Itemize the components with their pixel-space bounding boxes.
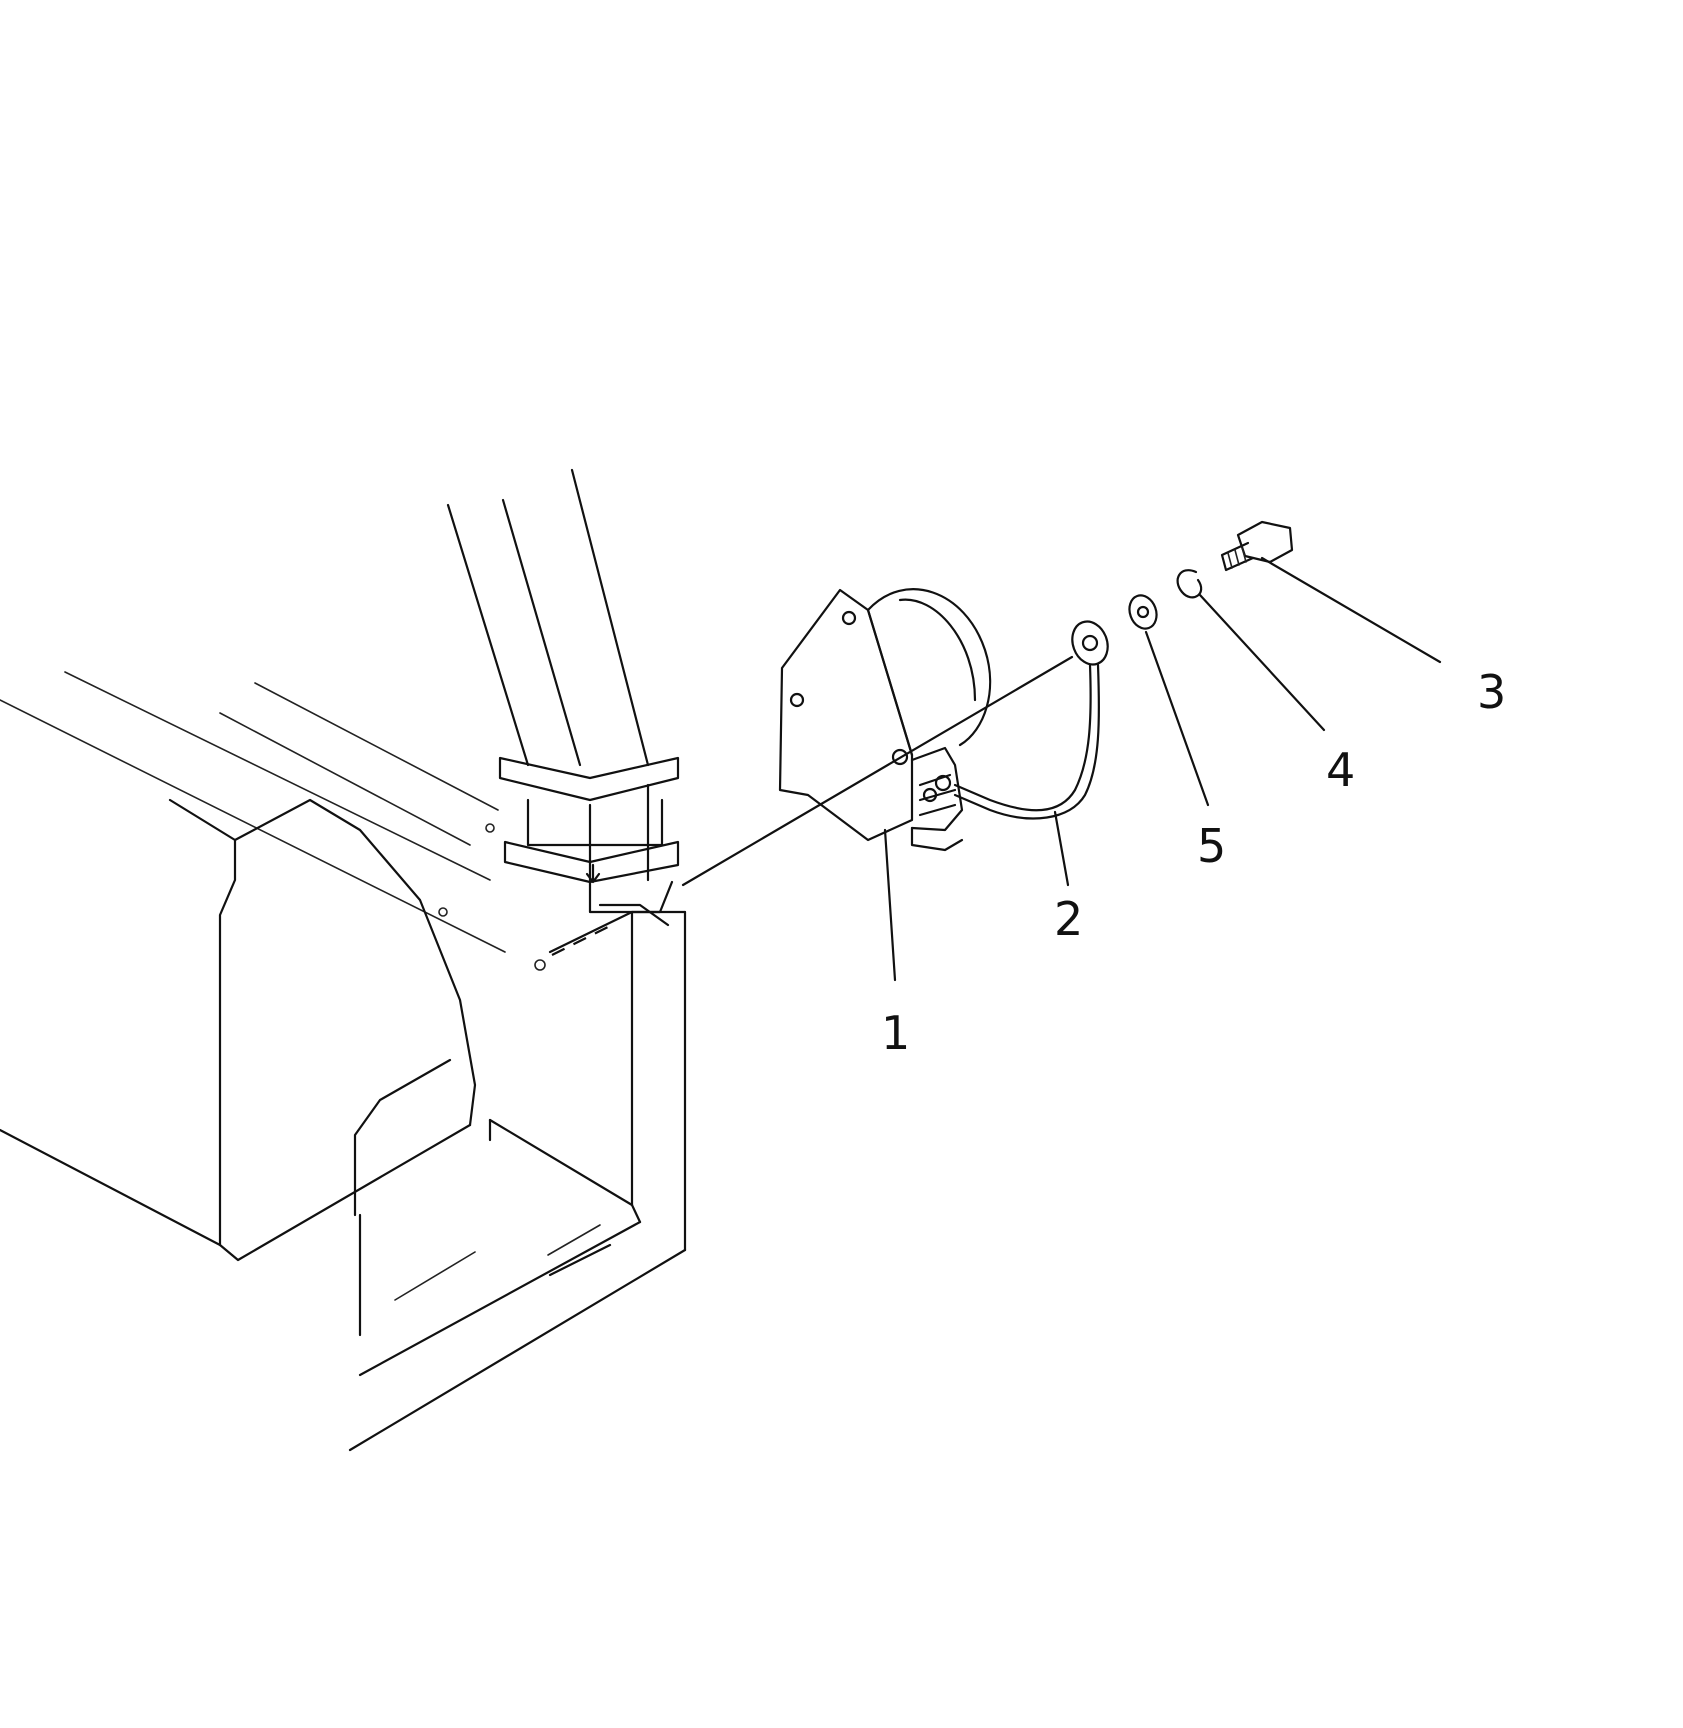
- leader-lines: [681, 556, 1442, 982]
- callout-3: 3: [1477, 665, 1506, 719]
- mast-flange: [498, 756, 680, 927]
- part-bolt: [1220, 520, 1294, 572]
- part-horn-assembly: [778, 588, 992, 852]
- part-ground-wire: [953, 620, 1109, 820]
- vehicle-frame: [0, 671, 687, 1452]
- part-lock-washer: [1176, 569, 1203, 599]
- mast: [446, 468, 650, 882]
- part-washer: [1128, 594, 1158, 630]
- callout-5: 5: [1197, 819, 1226, 873]
- callout-4: 4: [1326, 743, 1355, 797]
- callout-2: 2: [1054, 892, 1083, 946]
- callout-1: 1: [881, 1006, 910, 1060]
